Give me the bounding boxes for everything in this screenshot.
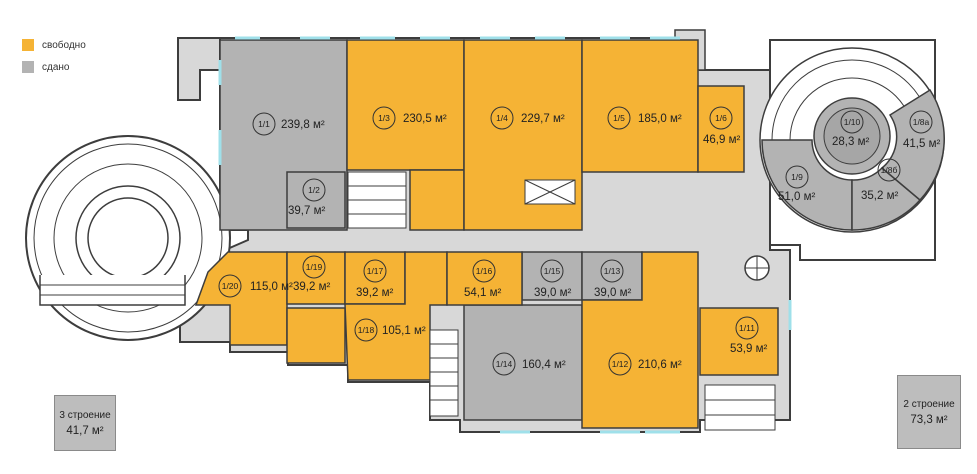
room-shape-1/3 xyxy=(346,39,465,171)
building-3-box: 3 строение 41,7 м² xyxy=(54,395,116,451)
room-shape-1/14 xyxy=(463,304,583,421)
room-area-label: 230,5 м² xyxy=(403,113,447,125)
room-id-label: 1/14 xyxy=(496,359,513,369)
legend-item-rented: сдано xyxy=(22,56,86,78)
windows xyxy=(218,36,792,434)
room-id-badge xyxy=(492,352,516,376)
room-id-badge xyxy=(354,318,378,342)
room-area-label: 35,2 м² xyxy=(861,190,898,202)
stair-core-left xyxy=(347,171,407,229)
legend: свободно сдано xyxy=(22,34,86,78)
room-shape-1/9 xyxy=(761,139,853,231)
room-area-label: 210,6 м² xyxy=(638,359,682,371)
room-area-label: 229,7 м² xyxy=(521,113,565,125)
room-id-badge xyxy=(785,165,809,189)
room-id-label: 1/8б xyxy=(881,165,898,175)
room-shape-1/8а xyxy=(880,88,945,202)
room-id-badge xyxy=(600,259,624,283)
legend-swatch-free xyxy=(22,39,34,51)
room-id-badge xyxy=(709,106,733,130)
room-id-badge xyxy=(302,178,326,202)
left-round-building xyxy=(25,135,231,341)
room-id-badge xyxy=(877,158,901,182)
room-area-label: 39,2 м² xyxy=(293,281,330,293)
room-id-label: 1/11 xyxy=(739,323,755,333)
room-shape-1/12 xyxy=(581,251,699,429)
room-id-badge xyxy=(363,259,387,283)
room-shape-1/19-lower xyxy=(286,307,346,364)
stair-core-center xyxy=(429,329,459,417)
room-shape-1/16 xyxy=(446,251,523,306)
room-id-badge xyxy=(840,110,864,134)
room-id-badge xyxy=(607,106,631,130)
room-id-label: 1/18 xyxy=(358,325,375,335)
room-id-label: 1/4 xyxy=(496,113,508,123)
room-id-label: 1/10 xyxy=(844,117,861,127)
elevator-block xyxy=(524,179,576,205)
room-id-badge xyxy=(490,106,514,130)
room-area-label: 39,7 м² xyxy=(288,205,325,217)
room-id-label: 1/5 xyxy=(613,113,625,123)
room-area-label: 41,5 м² xyxy=(903,138,940,150)
legend-label-rented: сдано xyxy=(42,61,70,73)
legend-label-free: свободно xyxy=(42,39,86,51)
room-id-label: 1/16 xyxy=(476,266,493,276)
room-area-label: 105,1 м² xyxy=(382,325,426,337)
room-area-label: 185,0 м² xyxy=(638,113,682,125)
room-id-badge xyxy=(540,259,564,283)
room-id-badge xyxy=(735,316,759,340)
room-id-badge xyxy=(608,352,632,376)
room-id-badge xyxy=(372,106,396,130)
room-id-label: 1/6 xyxy=(715,113,727,123)
building-3-area: 41,7 м² xyxy=(66,424,104,437)
room-id-label: 1/17 xyxy=(367,266,384,276)
room-shape-1/3-lower xyxy=(409,169,465,231)
top-left-annex xyxy=(177,37,221,101)
room-area-label: 160,4 м² xyxy=(522,359,566,371)
room-area-label: 46,9 м² xyxy=(703,134,740,146)
room-area-label: 54,1 м² xyxy=(464,287,501,299)
room-id-badge xyxy=(472,259,496,283)
room-shape-1/17 xyxy=(344,251,406,305)
room-id-label: 1/3 xyxy=(378,113,390,123)
room-id-label: 1/15 xyxy=(544,266,561,276)
room-id-badge xyxy=(252,112,276,136)
revolving-door-icon xyxy=(744,255,770,281)
room-area-label: 39,0 м² xyxy=(594,287,631,299)
room-id-badge xyxy=(218,274,242,298)
room-id-label: 1/12 xyxy=(612,359,629,369)
room-id-label: 1/20 xyxy=(222,281,239,291)
building-2-area: 73,3 м² xyxy=(910,413,948,426)
room-id-label: 1/1 xyxy=(258,119,270,129)
room-id-label: 1/2 xyxy=(308,185,320,195)
room-id-label: 1/19 xyxy=(306,262,323,272)
building-2-name: 2 строение xyxy=(903,398,955,410)
room-shape-1/5 xyxy=(581,39,699,173)
building-2-box: 2 строение 73,3 м² xyxy=(897,375,961,449)
room-id-label: 1/13 xyxy=(604,266,621,276)
room-area-label: 51,0 м² xyxy=(778,191,815,203)
legend-item-free: свободно xyxy=(22,34,86,56)
room-area-label: 239,8 м² xyxy=(281,119,325,131)
legend-swatch-rented xyxy=(22,61,34,73)
room-area-label: 115,0 м² xyxy=(250,281,293,293)
room-shape-1/11 xyxy=(699,307,779,376)
room-area-label: 28,3 м² xyxy=(832,136,869,148)
room-id-label: 1/8а xyxy=(913,117,930,127)
stair-core-right xyxy=(704,384,776,431)
room-shape-1/2 xyxy=(286,171,346,229)
room-area-label: 39,2 м² xyxy=(356,287,393,299)
room-area-label: 53,9 м² xyxy=(730,343,767,355)
room-id-label: 1/9 xyxy=(791,172,803,182)
room-labels: 1/1 239,8 м² 1/2 39,7 м² 1/3 230,5 м² 1/4 229,7… xyxy=(218,106,940,376)
room-area-label: 39,0 м² xyxy=(534,287,571,299)
right-rotunda xyxy=(759,39,945,261)
room-id-badge xyxy=(302,255,326,279)
room-id-badge xyxy=(909,110,933,134)
building-3-name: 3 строение xyxy=(59,409,111,421)
